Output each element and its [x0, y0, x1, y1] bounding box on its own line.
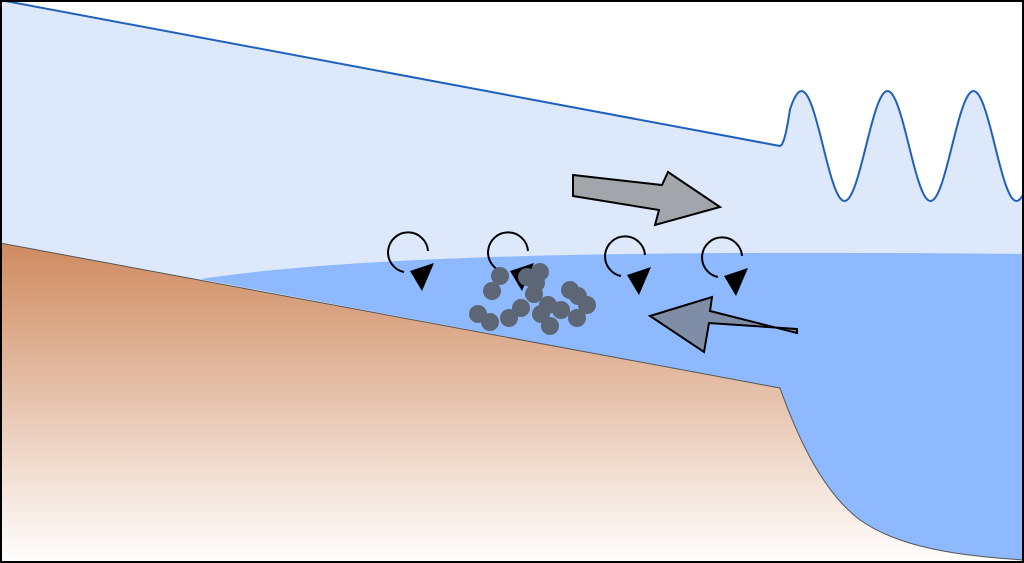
sediment-particle: [578, 296, 596, 314]
eddy-arc: [387, 231, 429, 273]
eddy-arrowhead: [410, 263, 434, 291]
eddy-arrowhead: [627, 267, 651, 295]
suspended-particles: [469, 263, 596, 335]
sediment-particle: [568, 309, 586, 327]
sediment-particle: [541, 317, 559, 335]
sediment-particle: [527, 274, 545, 292]
sediment-particle: [483, 282, 501, 300]
outflow-arrow: [572, 170, 723, 227]
eddy-arc: [487, 231, 529, 273]
inflow-arrow: [647, 295, 798, 354]
eddy-arc: [604, 235, 646, 277]
sediment-particle: [552, 301, 570, 319]
eddy-icon: [701, 236, 748, 296]
seabed-slope: [0, 242, 1024, 563]
eddy-icon: [387, 231, 434, 291]
sediment-particle: [512, 299, 530, 317]
eddy-arc: [701, 236, 743, 278]
sediment-particle: [491, 267, 509, 285]
surface-waves: [0, 0, 1024, 203]
eddy-icon: [604, 235, 651, 295]
sediment-particle: [500, 309, 518, 327]
sediment-particle: [481, 313, 499, 331]
eddy-arrowhead: [724, 268, 748, 296]
